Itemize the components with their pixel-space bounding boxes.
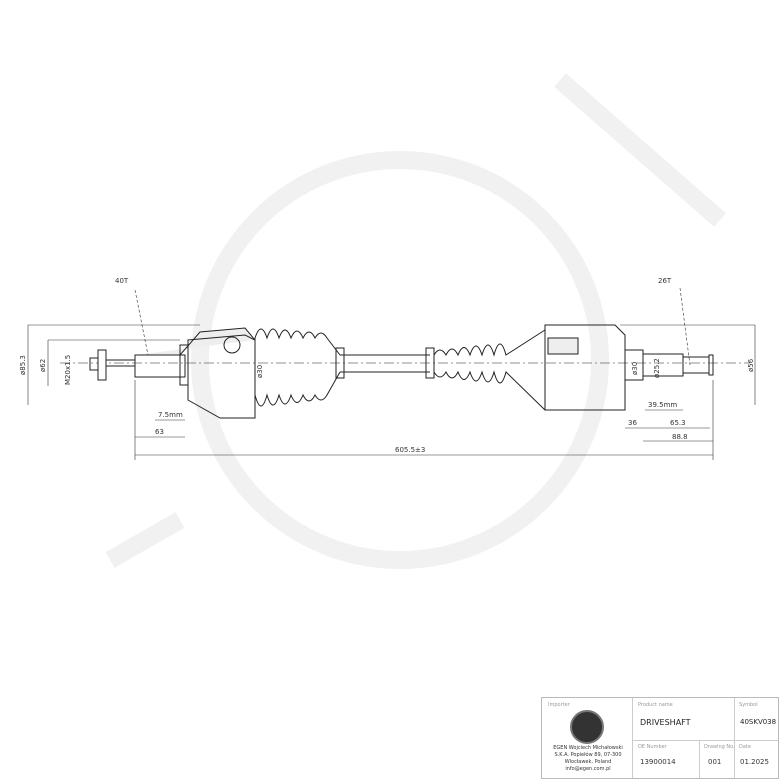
boot-diameter-label: ø30: [256, 365, 264, 378]
product-caption: Product name: [638, 702, 673, 708]
left-offset-label: 7.5mm: [158, 411, 183, 419]
overall-length-label: 605.5±3: [395, 446, 425, 454]
shaft-diameter-label: ø25.2: [653, 358, 661, 378]
shaft-outline: [60, 324, 750, 419]
left-length-label: 63: [155, 428, 164, 436]
thread-label: M20x1.5: [64, 355, 72, 385]
length-a-label: 65.3: [670, 419, 686, 427]
importer-text: EGEN Wojciech Michałowski S.K.A. Popiełó…: [553, 745, 623, 772]
oe-caption: OE Number: [638, 744, 667, 750]
importer-caption: Importer: [548, 702, 570, 708]
symbol-caption: Symbol: [739, 702, 758, 708]
outer-diameter-label: ø85.3: [19, 355, 27, 375]
symbol: 40SKV038: [740, 718, 777, 726]
callout-40t: 40T: [115, 277, 129, 285]
length-b-label: 88.8: [672, 433, 688, 441]
oe-number: 13900014: [640, 758, 676, 766]
importer-logo: [570, 710, 604, 744]
flange-label: 36: [628, 419, 637, 427]
product-name: DRIVESHAFT: [640, 718, 691, 727]
callout-26t: 26T: [658, 277, 672, 285]
drawing-number: 001: [708, 758, 722, 766]
right-outer-diameter-label: ø56: [747, 358, 755, 372]
seal-diameter-label: ø30: [631, 362, 639, 375]
date: 01.2025: [740, 758, 769, 766]
watermark-logo: [105, 73, 726, 569]
drawing-caption: Drawing No.: [704, 744, 735, 750]
date-caption: Date: [739, 744, 751, 750]
title-block: Importer EGEN Wojciech Michałowski S.K.A…: [541, 697, 779, 779]
dimension-lines: [27, 287, 756, 460]
abs-diameter-label: ø62: [39, 359, 47, 372]
stub-length-label: 39.5mm: [648, 401, 677, 409]
